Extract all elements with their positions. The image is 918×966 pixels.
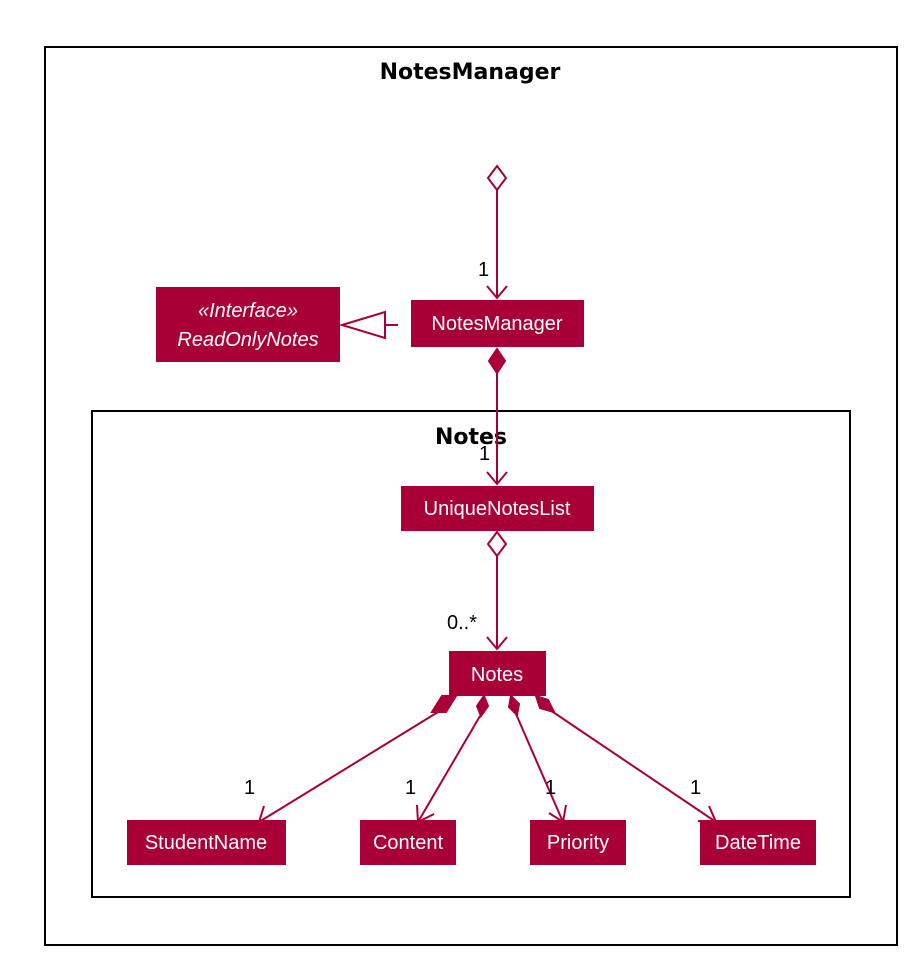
aggregation-top-to-manager xyxy=(486,164,508,300)
class-notes[interactable]: Notes xyxy=(449,651,546,696)
diagram-title: NotesManager xyxy=(380,60,561,85)
package-frame xyxy=(91,410,851,898)
class-notes-manager[interactable]: NotesManager xyxy=(411,300,584,347)
outer-frame xyxy=(44,46,898,946)
class-unique-notes-list[interactable]: UniqueNotesList xyxy=(401,486,594,531)
open-diamond-list xyxy=(486,530,508,558)
class-student-name[interactable]: StudentName xyxy=(127,820,286,865)
unique-notes-list-label: UniqueNotesList xyxy=(424,498,571,520)
multiplicity-top: 1 xyxy=(478,259,489,281)
date-time-label: DateTime xyxy=(715,832,801,854)
notes-manager-label: NotesManager xyxy=(431,313,563,335)
realization-arrow xyxy=(338,310,398,340)
composition-to-student-name xyxy=(257,695,458,825)
multiplicity-priority: 1 xyxy=(545,777,556,799)
class-priority[interactable]: Priority xyxy=(530,820,626,865)
content-label: Content xyxy=(373,832,443,854)
multiplicity-content: 1 xyxy=(405,777,416,799)
multiplicity-list-notes: 0..* xyxy=(447,612,477,634)
composition-to-date-time xyxy=(534,694,718,824)
priority-label: Priority xyxy=(547,832,609,854)
student-name-label: StudentName xyxy=(145,832,267,854)
class-date-time[interactable]: DateTime xyxy=(700,820,816,865)
composition-manager-to-list xyxy=(486,347,508,486)
class-content[interactable]: Content xyxy=(360,820,456,865)
multiplicity-date-time: 1 xyxy=(690,777,701,799)
filled-diamond-manager xyxy=(487,347,507,375)
readonly-name: ReadOnlyNotes xyxy=(177,329,318,351)
package-title: Notes xyxy=(435,425,507,450)
multiplicity-student-name: 1 xyxy=(244,777,255,799)
notes-class-label: Notes xyxy=(471,664,523,686)
readonly-stereotype: «Interface» xyxy=(198,300,298,322)
composition-to-content xyxy=(416,693,490,824)
aggregation-list-to-notes xyxy=(486,530,508,651)
class-readonly-notes[interactable]: «Interface» ReadOnlyNotes xyxy=(156,287,340,362)
open-diamond-top xyxy=(486,164,508,192)
hollow-triangle xyxy=(338,310,386,340)
multiplicity-manager-list: 1 xyxy=(479,443,490,465)
